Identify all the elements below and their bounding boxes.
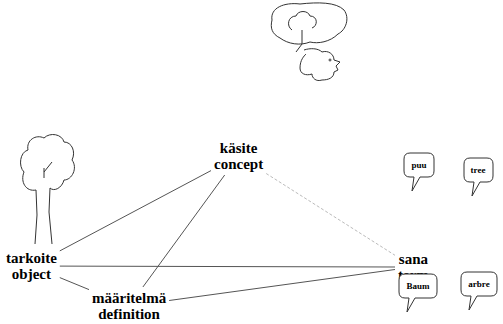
tetrahedron-edge xyxy=(266,174,395,256)
bubble-outline xyxy=(399,274,437,314)
vertex-label: käsiteconcept xyxy=(214,140,263,172)
speech-bubble: puu xyxy=(404,153,434,177)
speech-bubble: tree xyxy=(464,158,493,182)
bubble-path xyxy=(404,153,434,191)
vertex-term: definition xyxy=(92,306,166,322)
vertex-term: tarkoite xyxy=(6,250,57,266)
bubble-word: tree xyxy=(471,165,486,175)
tree-drawing xyxy=(21,135,75,244)
vertex-label: määritelmädefinition xyxy=(92,290,166,322)
tetrahedron-edge xyxy=(60,278,89,290)
tetrahedron-edge xyxy=(143,175,225,287)
tetrahedron-edge xyxy=(60,266,395,268)
vertex-term: sana xyxy=(398,251,429,267)
mind-drawing xyxy=(271,3,347,81)
bubble-word: Baum xyxy=(406,281,429,291)
speech-bubble: arbre xyxy=(461,272,497,296)
vertex-term: object xyxy=(6,266,57,282)
bubble-path xyxy=(461,272,497,310)
tetrahedron-edge xyxy=(169,270,395,301)
bubble-outline xyxy=(461,272,497,312)
tetrahedron-edge xyxy=(60,171,211,251)
bubble-path xyxy=(464,158,493,196)
bubble-outline xyxy=(464,158,493,198)
bubble-path xyxy=(399,274,437,312)
bubble-word: arbre xyxy=(468,279,489,289)
bubble-outline xyxy=(404,153,434,193)
vertex-term: concept xyxy=(214,156,263,172)
vertex-label: tarkoiteobject xyxy=(6,250,57,282)
vertex-term: määritelmä xyxy=(92,290,166,306)
bubble-word: puu xyxy=(411,160,426,170)
speech-bubble: Baum xyxy=(399,274,437,298)
vertex-term: käsite xyxy=(214,140,263,156)
